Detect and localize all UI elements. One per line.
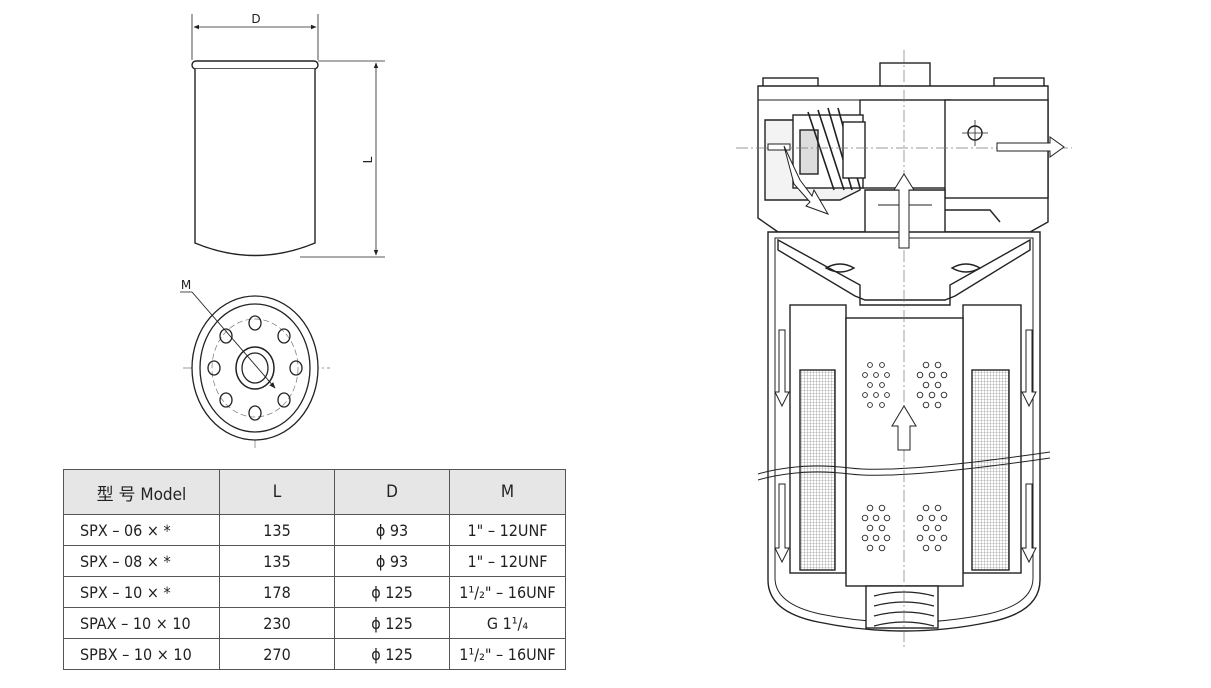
table-row: SPX – 10 × * 178 ϕ 125 1¹/₂" – 16UNF bbox=[63, 576, 566, 608]
cell-m: 1¹/₂" – 16UNF bbox=[449, 638, 566, 670]
table-row: SPX – 08 × * 135 ϕ 93 1" – 12UNF bbox=[63, 545, 566, 577]
filter-mesh-left bbox=[799, 369, 836, 571]
cell-l: 178 bbox=[219, 576, 335, 608]
flow-hole bbox=[289, 360, 303, 376]
cell-model: SPX – 06 × * bbox=[63, 514, 220, 546]
cell-model: SPX – 10 × * bbox=[63, 576, 220, 608]
top-view-outer-rim bbox=[191, 295, 319, 441]
flow-hole bbox=[219, 392, 233, 408]
flow-hole bbox=[248, 315, 262, 331]
valve-seat bbox=[842, 121, 866, 179]
cell-m: 1" – 12UNF bbox=[449, 514, 566, 546]
core-perforations bbox=[861, 361, 948, 552]
cell-d: ϕ 125 bbox=[334, 638, 450, 670]
cell-m: 1" – 12UNF bbox=[449, 545, 566, 577]
flow-hole bbox=[219, 328, 233, 344]
cell-model: SPAX – 10 × 10 bbox=[63, 607, 220, 639]
cartridge-top-rim bbox=[191, 60, 319, 70]
cell-model: SPBX – 10 × 10 bbox=[63, 638, 220, 670]
cell-d: ϕ 125 bbox=[334, 607, 450, 639]
cartridge-side-view bbox=[191, 14, 385, 258]
thread-leader-line bbox=[191, 291, 276, 389]
flow-hole bbox=[248, 405, 262, 421]
flow-hole bbox=[207, 360, 221, 376]
inlet-flow-arrow bbox=[783, 145, 830, 215]
cartridge-cap bbox=[777, 238, 1031, 306]
table-row: SPAX – 10 × 10 230 ϕ 125 G 1¹/₄ bbox=[63, 607, 566, 639]
table-header-row: 型 号 Model L D M bbox=[63, 469, 566, 515]
cell-model: SPX – 08 × * bbox=[63, 545, 220, 577]
bottom-spring-seat bbox=[865, 585, 939, 629]
specification-table: 型 号 Model L D M SPX – 06 × * 135 ϕ 93 1"… bbox=[63, 469, 566, 670]
table-row: SPX – 06 × * 135 ϕ 93 1" – 12UNF bbox=[63, 514, 566, 546]
center-thread-port bbox=[235, 346, 275, 390]
head-center-chamber bbox=[859, 99, 951, 189]
outlet-flow-arrow bbox=[996, 136, 1065, 158]
cell-m: G 1¹/₄ bbox=[449, 607, 566, 639]
bypass-spring bbox=[807, 107, 861, 191]
perforated-core bbox=[845, 317, 964, 587]
cell-m: 1¹/₂" – 16UNF bbox=[449, 576, 566, 608]
cartridge-top-view bbox=[180, 291, 330, 448]
header-model: 型 号 Model bbox=[63, 469, 220, 515]
flow-arrows bbox=[767, 136, 1065, 564]
cell-d: ϕ 93 bbox=[334, 514, 450, 546]
core-flow-arrow bbox=[891, 405, 917, 451]
head-top-boss bbox=[879, 62, 931, 88]
center-tube-flow-arrow bbox=[893, 173, 915, 249]
cell-l: 230 bbox=[219, 607, 335, 639]
header-m: M bbox=[449, 469, 566, 515]
table-row: SPBX – 10 × 10 270 ϕ 125 1¹/₂" – 16UNF bbox=[63, 638, 566, 670]
cell-d: ϕ 125 bbox=[334, 576, 450, 608]
cell-l: 135 bbox=[219, 545, 335, 577]
section-break-line bbox=[757, 451, 1051, 475]
length-label: L bbox=[361, 156, 375, 163]
filter-mesh-right bbox=[971, 369, 1010, 571]
header-l: L bbox=[219, 469, 335, 515]
flow-hole bbox=[277, 392, 291, 408]
cell-l: 135 bbox=[219, 514, 335, 546]
cell-d: ϕ 93 bbox=[334, 545, 450, 577]
top-view-inner-rim bbox=[199, 303, 311, 433]
flow-hole bbox=[277, 328, 291, 344]
diameter-label: D bbox=[251, 12, 260, 26]
cartridge-body bbox=[194, 69, 316, 257]
cell-l: 270 bbox=[219, 638, 335, 670]
header-d: D bbox=[334, 469, 450, 515]
thread-label: M bbox=[181, 278, 191, 292]
